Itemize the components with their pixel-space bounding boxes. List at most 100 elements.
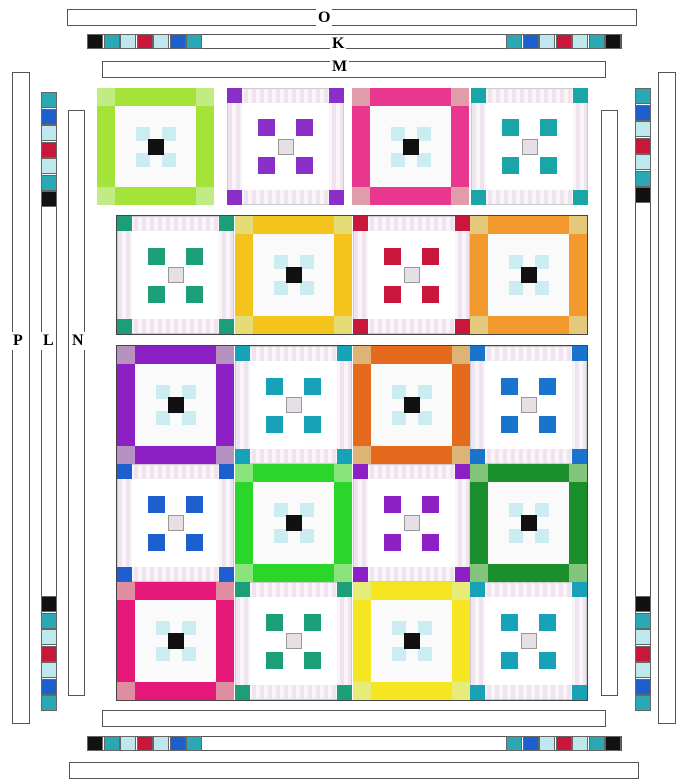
l-right-top-chip xyxy=(635,121,651,137)
corner-square xyxy=(117,319,132,334)
quilt-block-r2-c2 xyxy=(235,216,352,334)
corner-square xyxy=(235,449,250,464)
quilt-block-r1-c2 xyxy=(227,88,344,205)
corner-square xyxy=(219,216,234,231)
corner-square xyxy=(572,449,587,464)
block-corner xyxy=(470,564,488,582)
pale-square xyxy=(182,411,196,425)
k-top-right-chip xyxy=(605,34,621,49)
pale-square xyxy=(300,281,314,295)
l-right-bottom-chip xyxy=(635,613,651,629)
colored-square xyxy=(296,119,313,136)
k-top-right-chip xyxy=(523,34,539,49)
pale-square xyxy=(535,503,549,517)
k-top-left-chip xyxy=(87,34,103,49)
pale-square xyxy=(417,153,431,167)
block-corner xyxy=(196,88,214,106)
block-corner xyxy=(569,216,587,234)
colored-square xyxy=(148,286,165,303)
corner-square xyxy=(572,582,587,597)
corner-square xyxy=(470,449,485,464)
quilt-block-r3-c4 xyxy=(470,346,587,464)
k-bottom-left-chip xyxy=(87,736,103,751)
center-print-square xyxy=(521,633,537,649)
k-bottom-right-chip xyxy=(506,736,522,751)
quilt-block-r3-c2 xyxy=(235,346,352,464)
colored-square xyxy=(266,652,283,669)
quilt-block-r3-c1 xyxy=(117,346,234,464)
corner-square xyxy=(219,567,234,582)
block-corner xyxy=(117,446,135,464)
colored-square xyxy=(186,534,203,551)
colored-square xyxy=(539,614,556,631)
block-corner xyxy=(353,682,371,700)
center-print-square xyxy=(278,139,294,155)
l-right-top-chip xyxy=(635,88,651,104)
k-bottom-right-chip xyxy=(523,736,539,751)
block-corner xyxy=(334,464,352,482)
corner-square xyxy=(455,567,470,582)
corner-square xyxy=(572,346,587,361)
colored-square xyxy=(384,534,401,551)
center-square xyxy=(148,139,164,155)
corner-square xyxy=(353,567,368,582)
pale-square xyxy=(182,385,196,399)
k-top-left-chip xyxy=(170,34,186,49)
l-right-bottom-chip xyxy=(635,695,651,711)
block-corner xyxy=(470,464,488,482)
colored-square xyxy=(304,614,321,631)
k-top-left-chip xyxy=(137,34,153,49)
k-top-left-chip xyxy=(153,34,169,49)
colored-square xyxy=(540,157,557,174)
block-corner xyxy=(117,346,135,364)
pale-square xyxy=(300,255,314,269)
k-bottom-right-chip xyxy=(589,736,605,751)
k-bottom-right-chip xyxy=(605,736,621,751)
k-top-left-chip xyxy=(120,34,136,49)
colored-square xyxy=(258,119,275,136)
pale-square xyxy=(535,255,549,269)
pale-square xyxy=(274,529,288,543)
corner-square xyxy=(329,88,344,103)
corner-square xyxy=(353,464,368,479)
quilt-block-r1-c3 xyxy=(352,88,469,205)
center-print-square xyxy=(404,267,420,283)
corner-square xyxy=(329,190,344,205)
colored-square xyxy=(384,286,401,303)
corner-square xyxy=(337,346,352,361)
border-strip-m-top xyxy=(102,61,606,78)
corner-square xyxy=(235,582,250,597)
pale-square xyxy=(535,281,549,295)
block-corner xyxy=(451,88,469,106)
corner-square xyxy=(235,685,250,700)
center-square xyxy=(404,397,420,413)
l-right-bottom-chip xyxy=(635,662,651,678)
l-right-top-chip xyxy=(635,187,651,203)
colored-square xyxy=(304,652,321,669)
colored-square xyxy=(501,378,518,395)
quilt-block-r3-c3 xyxy=(353,346,470,464)
center-square xyxy=(521,267,537,283)
l-left-top-chip xyxy=(41,92,57,108)
colored-square xyxy=(502,157,519,174)
colored-square xyxy=(148,496,165,513)
l-right-top-chip xyxy=(635,138,651,154)
quilt-block-r2-c1 xyxy=(117,216,234,334)
l-left-top-chip xyxy=(41,109,57,125)
label-k: K xyxy=(330,35,346,53)
k-top-left-chip xyxy=(104,34,120,49)
corner-square xyxy=(455,319,470,334)
block-corner xyxy=(117,582,135,600)
pale-square xyxy=(535,529,549,543)
quilt-block-r5-c2 xyxy=(235,582,352,700)
quilt-block-r4-c2 xyxy=(235,464,352,582)
colored-square xyxy=(539,378,556,395)
colored-square xyxy=(266,416,283,433)
corner-square xyxy=(337,449,352,464)
pale-square xyxy=(300,503,314,517)
corner-square xyxy=(353,216,368,231)
block-corner xyxy=(470,216,488,234)
corner-square xyxy=(235,346,250,361)
l-left-top-chip xyxy=(41,142,57,158)
pale-square xyxy=(418,411,432,425)
